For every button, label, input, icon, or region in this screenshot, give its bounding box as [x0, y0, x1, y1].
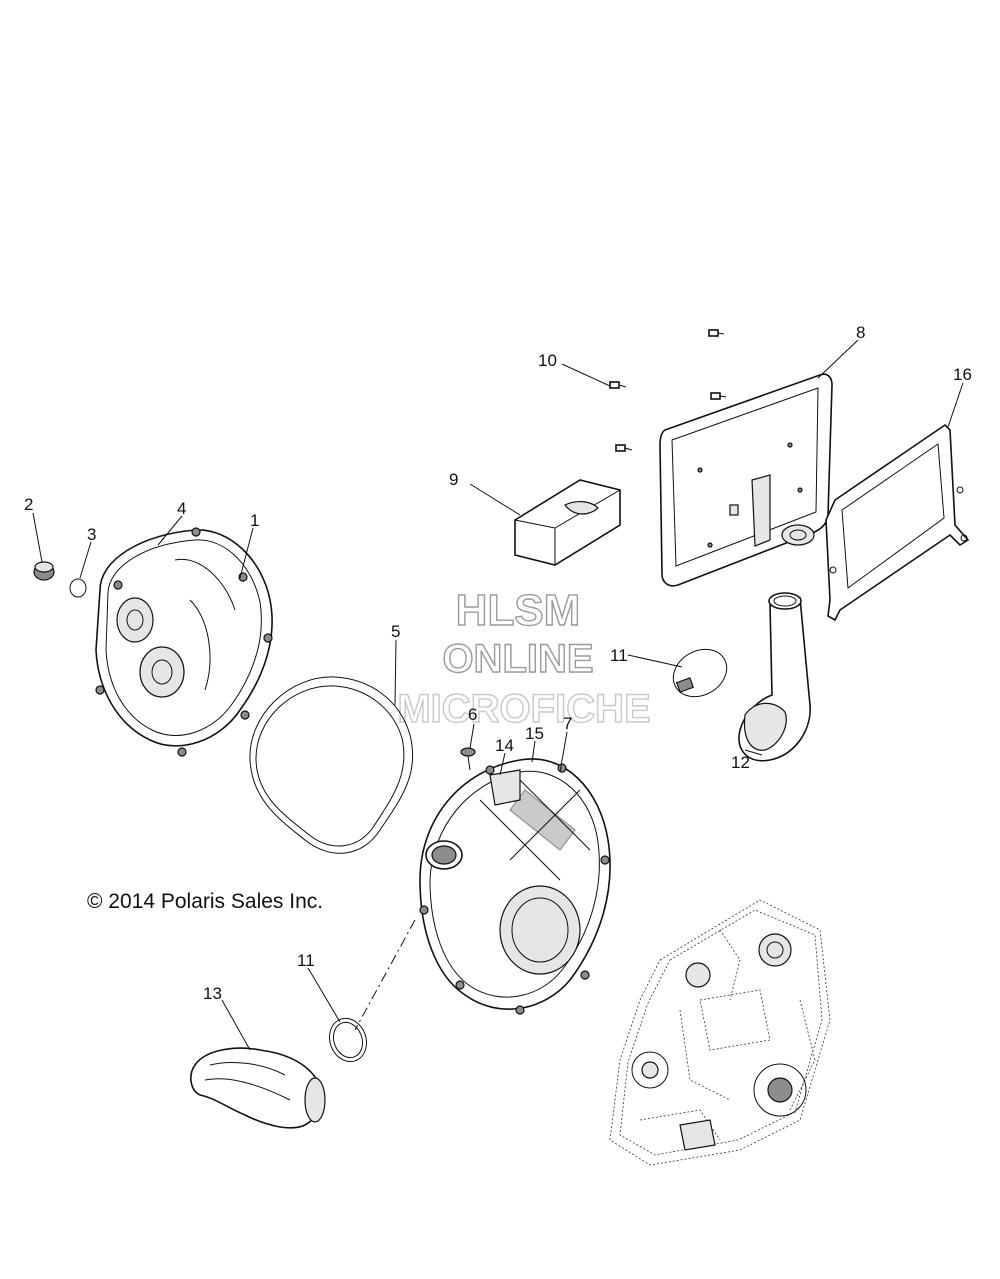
part-10-screws: [609, 329, 727, 452]
transmission-reference: [609, 899, 831, 1166]
callout-8: 8: [856, 323, 865, 342]
part-11-lower-clamp: [328, 1017, 368, 1063]
part-9-foam-block: [514, 479, 621, 566]
callout-16: 16: [953, 365, 972, 384]
callout-4: 4: [177, 499, 186, 518]
part-7-inner-clutch-cover: [419, 758, 611, 1015]
callout-11-lower: 11: [297, 951, 315, 970]
watermark: HLSM ONLINE MICROFICHE: [397, 585, 652, 731]
part-13-duct: [190, 1047, 326, 1129]
callout-6: 6: [468, 705, 477, 724]
leader-lines: [32, 339, 964, 1051]
callout-14: 14: [495, 736, 514, 755]
watermark-line-1: HLSM: [456, 586, 581, 635]
part-1-outer-clutch-cover: [95, 527, 273, 757]
watermark-line-2: ONLINE: [442, 637, 593, 681]
callout-10: 10: [538, 351, 557, 370]
part-3-o-ring: [69, 578, 87, 598]
callout-2: 2: [24, 495, 33, 514]
part-12-elbow-duct: [738, 592, 811, 762]
part-8-airbox: [659, 373, 833, 587]
callout-9: 9: [449, 470, 458, 489]
watermark-line-3: MICROFICHE: [397, 687, 650, 731]
part-16-frame-gasket: [825, 423, 970, 622]
callout-3: 3: [87, 525, 96, 544]
callout-7: 7: [563, 714, 572, 733]
copyright-notice: © 2014 Polaris Sales Inc.: [87, 890, 323, 913]
callout-5: 5: [391, 622, 400, 641]
part-5-gasket: [249, 676, 414, 854]
callout-15: 15: [525, 724, 544, 743]
part-2-drain-plug: [33, 561, 55, 581]
callout-1: 1: [250, 511, 259, 530]
callout-11-upper: 11: [610, 646, 628, 665]
callout-13: 13: [203, 984, 222, 1003]
callout-numbers: 1 2 3 4 5 6 7 8 9 10 11 11 12 13 14 15 1…: [24, 323, 972, 1003]
part-6-bolt: [460, 747, 476, 771]
callout-12: 12: [731, 753, 750, 772]
part-11-upper-clamp: [672, 648, 728, 698]
